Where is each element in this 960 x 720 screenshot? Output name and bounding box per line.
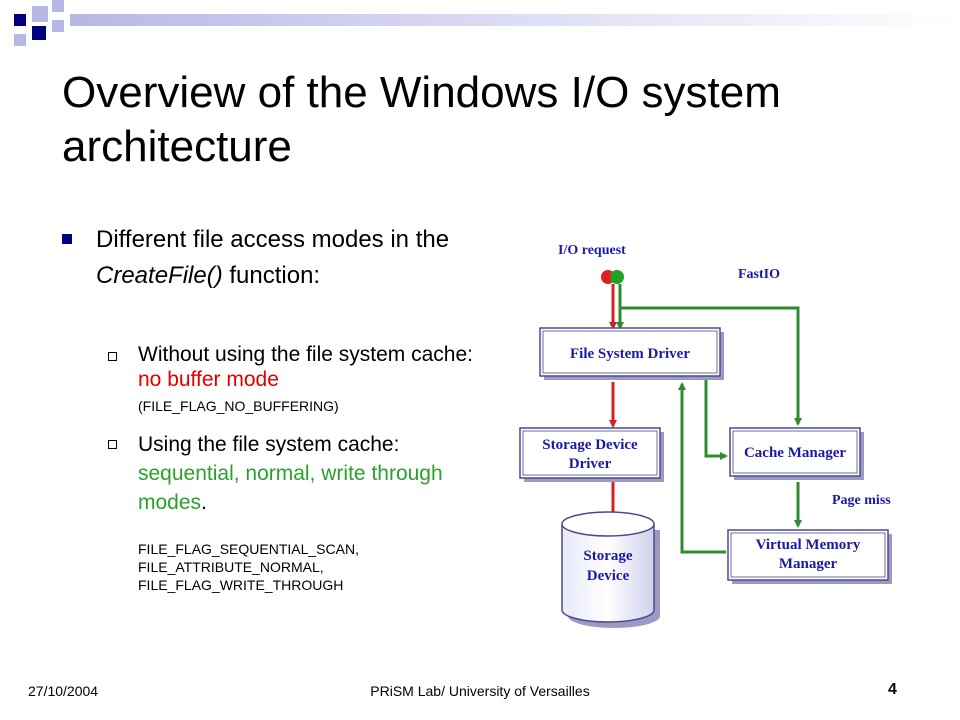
- decor-square: [52, 0, 64, 12]
- flag-item: FILE_ATTRIBUTE_NORMAL,: [138, 559, 324, 575]
- footer-affiliation: PRiSM Lab/ University of Versailles: [370, 683, 590, 699]
- sub-bullet-marker: [108, 440, 117, 449]
- decor-square: [32, 26, 46, 40]
- footer-date: 27/10/2004: [28, 683, 99, 699]
- storage-device-label-1: Storage: [583, 548, 632, 564]
- bullet-marker: [62, 234, 72, 244]
- sub-bullet-highlight: sequential, normal, write through modes: [138, 462, 443, 514]
- sub-bullet-flag: (FILE_FLAG_NO_BUFFERING): [138, 398, 339, 414]
- sub-bullet-text: Using the file system cache: sequential,…: [138, 430, 498, 517]
- cache-manager-label: Cache Manager: [744, 445, 846, 461]
- io-request-label: I/O request: [558, 243, 626, 258]
- fastio-label: FastIO: [738, 267, 780, 282]
- storage-device-cylinder: Storage Device: [561, 511, 660, 628]
- bullet-text-part: function:: [222, 262, 321, 289]
- file-system-driver-box: File System Driver: [539, 327, 724, 380]
- sub-bullet-highlight: no buffer mode: [138, 368, 279, 391]
- decor-square: [32, 6, 48, 22]
- cache-manager-box: Cache Manager: [729, 427, 864, 480]
- decor-bar: [70, 14, 960, 26]
- storage-device-driver-label-1: Storage Device: [542, 437, 638, 453]
- storage-device-driver-label-2: Driver: [569, 456, 612, 472]
- bullet-text-italic: CreateFile(): [96, 262, 223, 289]
- storage-device-label-2: Device: [587, 568, 630, 584]
- sub-bullet-text-part: Without using the file system cache:: [138, 343, 473, 366]
- io-request-green-dot: [610, 270, 624, 284]
- page-miss-label: Page miss: [832, 493, 891, 508]
- decor-square: [14, 14, 26, 26]
- io-architecture-diagram: I/O request FastIO Page miss: [519, 243, 892, 628]
- decor-square: [52, 20, 64, 32]
- sub-bullet-text-part: .: [201, 491, 207, 514]
- decor-square: [14, 34, 26, 46]
- vmm-label-2: Manager: [779, 556, 838, 572]
- flag-list: FILE_FLAG_SEQUENTIAL_SCAN, FILE_ATTRIBUT…: [138, 540, 438, 594]
- bullet-text: Different file access modes in the Creat…: [96, 222, 496, 294]
- storage-device-driver-box: Storage Device Driver: [519, 427, 664, 482]
- page-title: Overview of the Windows I/O system archi…: [62, 68, 781, 171]
- sub-bullet-marker: [108, 352, 117, 361]
- sub-bullet-text: Without using the file system cache: no …: [138, 342, 498, 417]
- bullet-text-part: Different file access modes in the: [96, 226, 450, 253]
- sub-bullet-text-part: Using the file system cache:: [138, 433, 400, 456]
- vmm-label-1: Virtual Memory: [756, 537, 861, 553]
- flag-item: FILE_FLAG_WRITE_THROUGH: [138, 577, 344, 593]
- virtual-memory-manager-box: Virtual Memory Manager: [727, 529, 892, 584]
- page-number: 4: [888, 681, 897, 698]
- green-path: [616, 284, 802, 554]
- flag-item: FILE_FLAG_SEQUENTIAL_SCAN,: [138, 541, 359, 557]
- file-system-driver-label: File System Driver: [570, 346, 690, 362]
